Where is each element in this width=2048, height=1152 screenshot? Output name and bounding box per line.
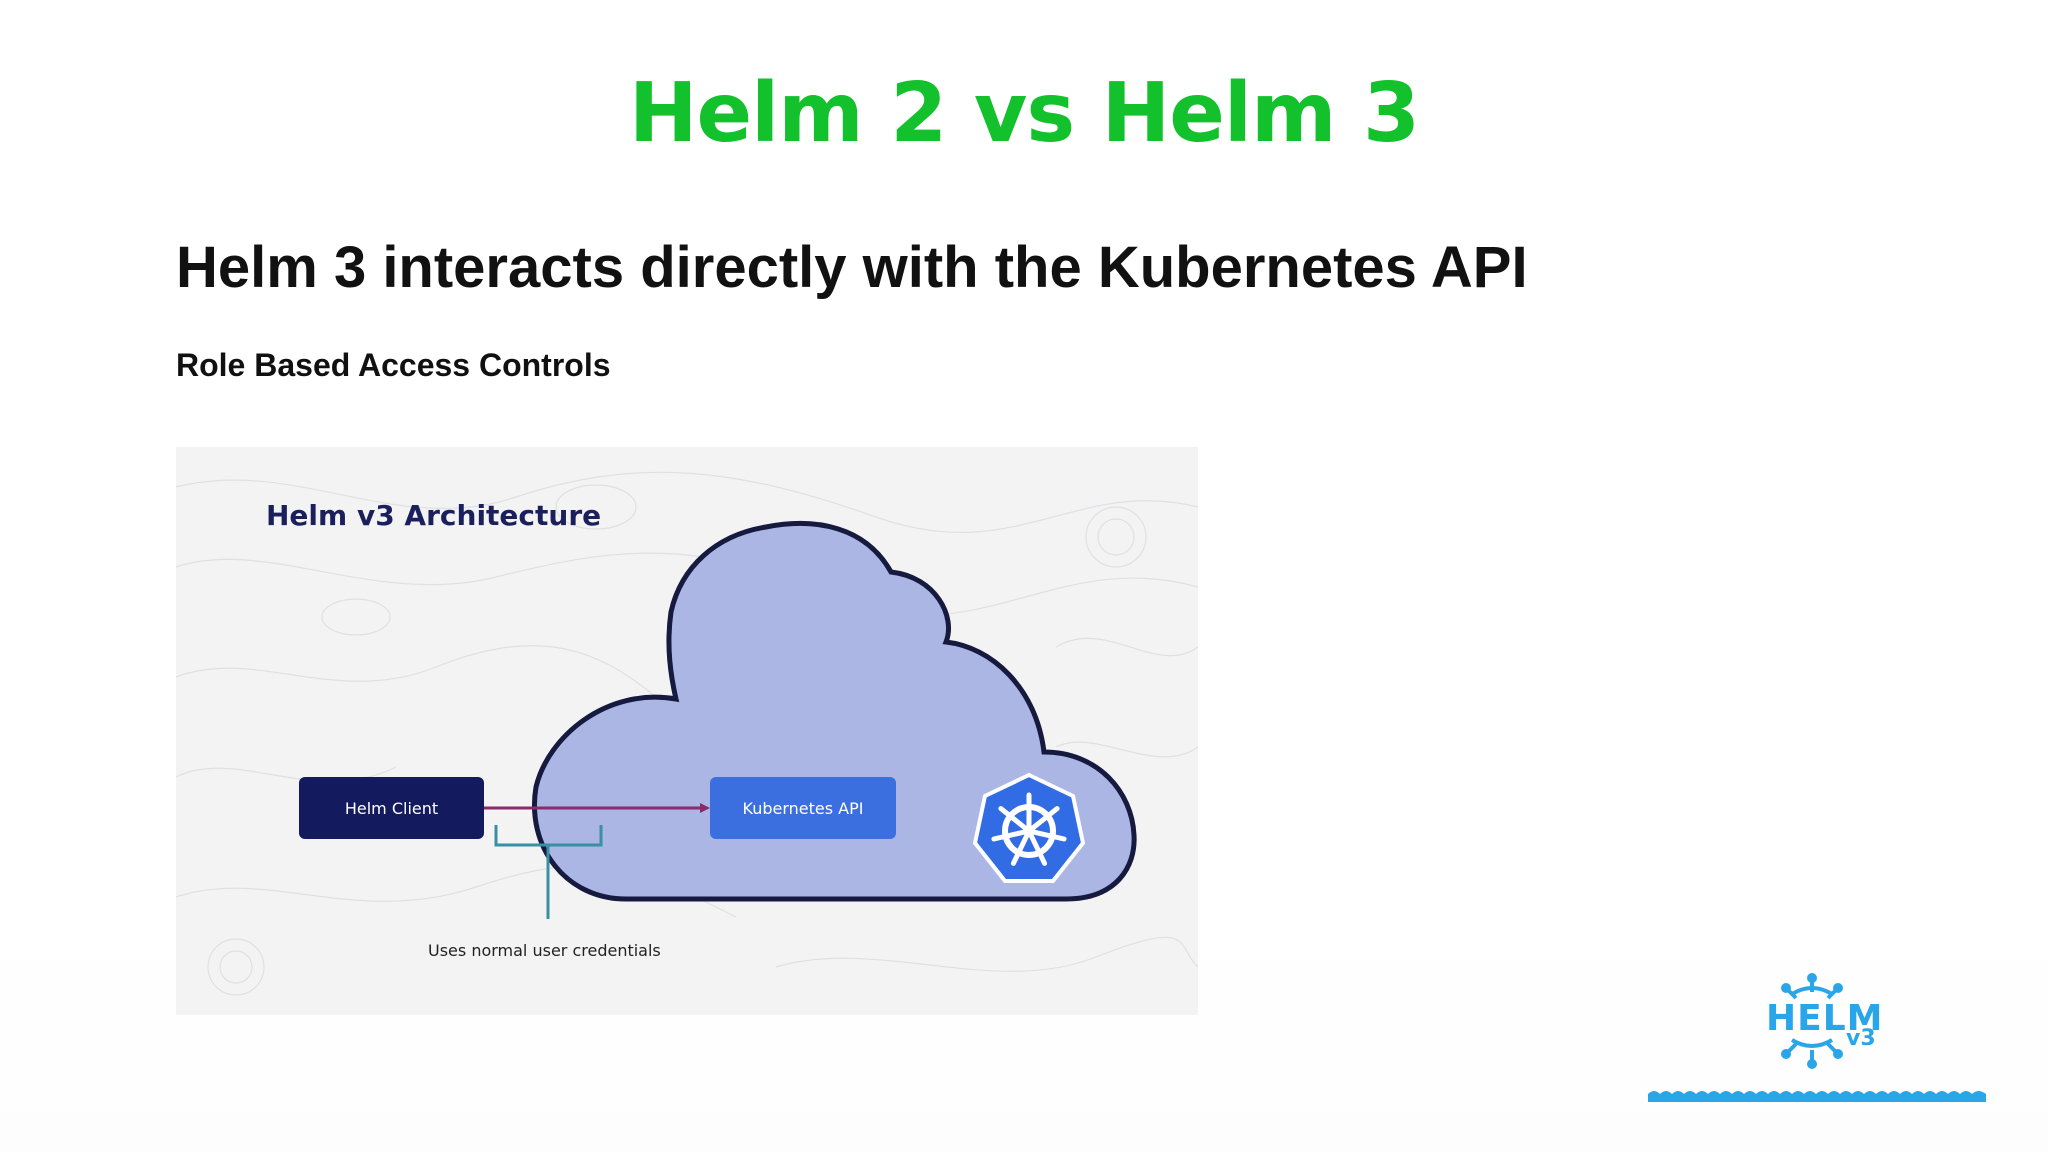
waves-decoration — [1648, 1091, 1986, 1102]
helm-logo-text: HELM — [1766, 998, 1884, 1039]
arrow-head-icon — [700, 803, 710, 813]
headline: Helm 3 interacts directly with the Kuber… — [176, 235, 1528, 300]
diagram-title: Helm v3 Architecture — [266, 499, 602, 532]
kubernetes-logo-icon — [972, 772, 1086, 883]
helm-client-label: Helm Client — [344, 798, 439, 818]
topographic-background — [176, 471, 1198, 996]
slide-title: Helm 2 vs Helm 3 — [628, 66, 1420, 161]
subheading: Role Based Access Controls — [176, 347, 611, 383]
credentials-label: Uses normal user credentials — [428, 941, 661, 960]
helm-wheel-icon — [1781, 973, 1843, 1069]
diagram-graphics — [176, 471, 1198, 996]
architecture-diagram: Helm v3 Architecture Helm Client Kuberne… — [176, 447, 1198, 1015]
bracket-icon — [494, 825, 603, 919]
helm-logo-version: v3 — [1846, 1026, 1876, 1051]
helm-client-box: Helm Client — [299, 777, 484, 839]
kubernetes-api-label: Kubernetes API — [742, 798, 864, 818]
kubernetes-api-box: Kubernetes API — [710, 777, 896, 839]
